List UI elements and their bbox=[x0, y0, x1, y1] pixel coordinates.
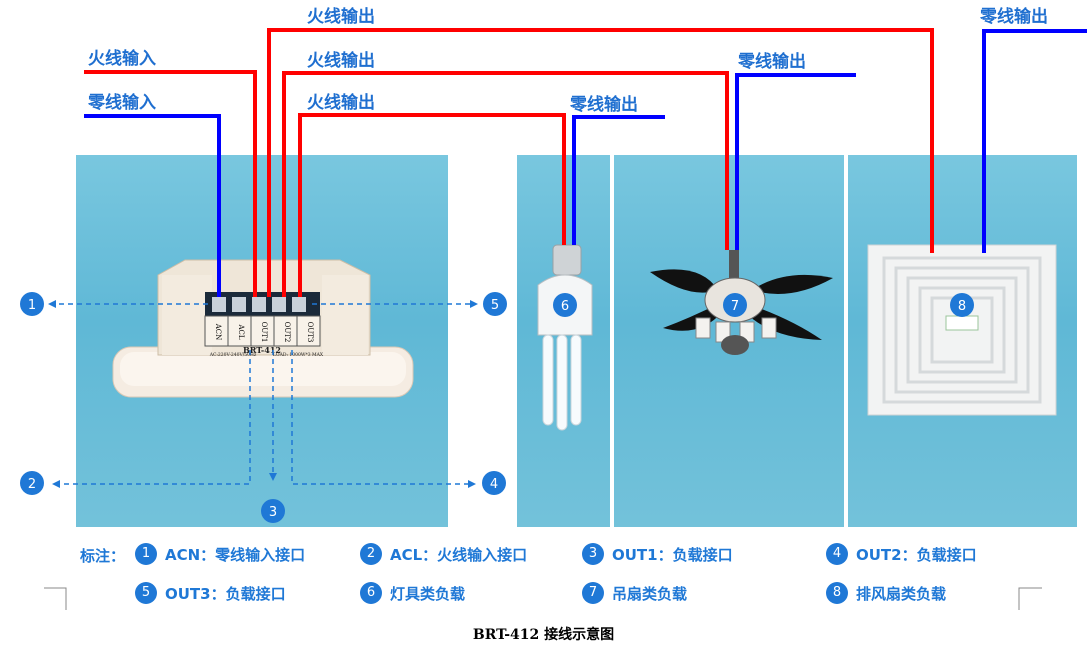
number-markers: 1 5 2 3 4 6 7 8 bbox=[20, 292, 974, 523]
terminal-out1-label: OUT1 bbox=[260, 322, 268, 343]
label-neutral-out-lamp: 零线输出 bbox=[570, 95, 638, 115]
legend-number: 5 bbox=[135, 582, 157, 604]
legend-item-8: 8 排风扇类负载 bbox=[826, 582, 946, 604]
legend-number: 7 bbox=[582, 582, 604, 604]
terminal-acl-label: ACL bbox=[237, 323, 245, 339]
label-neutral-out-fan: 零线输出 bbox=[738, 52, 806, 72]
legend-number: 1 bbox=[135, 543, 157, 565]
device-spec-right: LOAD: 1000W*3 MAX bbox=[273, 352, 324, 358]
marker-3: 3 bbox=[269, 505, 277, 520]
marker-7: 7 bbox=[731, 299, 739, 314]
diagram-caption: BRT-412 接线示意图 bbox=[472, 627, 615, 643]
legend-number: 6 bbox=[360, 582, 382, 604]
marker-6: 6 bbox=[561, 299, 569, 314]
pointer-lines bbox=[50, 303, 475, 485]
marker-8: 8 bbox=[958, 299, 966, 314]
legend-item-1: 1 ACN：零线输入接口 bbox=[135, 543, 305, 565]
legend-item-3: 3 OUT1：负载接口 bbox=[582, 543, 733, 565]
exhaust-fan bbox=[867, 244, 1057, 416]
neutral-wires bbox=[84, 29, 1087, 297]
pointer-arrowheads bbox=[48, 300, 478, 488]
ceiling-fan bbox=[650, 250, 833, 355]
legend-text: OUT1：负载接口 bbox=[612, 545, 733, 564]
marker-4: 4 bbox=[490, 477, 498, 492]
legend-text: 吊扇类负载 bbox=[612, 584, 688, 603]
legend-item-7: 7 吊扇类负载 bbox=[582, 582, 687, 604]
legend-text: OUT2：负载接口 bbox=[856, 545, 977, 564]
marker-1: 1 bbox=[28, 298, 36, 313]
label-neutral-in: 零线输入 bbox=[88, 93, 156, 113]
label-live-out-top: 火线输出 bbox=[307, 7, 375, 27]
legend-number: 3 bbox=[582, 543, 604, 565]
legend-title: 标注： bbox=[80, 547, 126, 565]
label-live-out-middle: 火线输出 bbox=[307, 51, 375, 71]
legend-number: 2 bbox=[360, 543, 382, 565]
terminal-out3-label: OUT3 bbox=[306, 322, 314, 343]
legend-item-5: 5 OUT3：负载接口 bbox=[135, 582, 286, 604]
label-live-in: 火线输入 bbox=[88, 49, 156, 69]
device-spec-left: AC:220V-240V/50Hz bbox=[209, 352, 257, 358]
legend-text: OUT3：负载接口 bbox=[165, 584, 286, 603]
legend-text: ACL：火线输入接口 bbox=[390, 545, 528, 564]
legend-text: 灯具类负载 bbox=[390, 584, 466, 603]
legend-item-2: 2 ACL：火线输入接口 bbox=[360, 543, 527, 565]
corner-marks bbox=[44, 587, 1042, 610]
device-model-label: BRT-412 bbox=[243, 345, 281, 355]
live-wires bbox=[84, 28, 934, 297]
label-neutral-out-right: 零线输出 bbox=[980, 7, 1048, 27]
terminal-out2-label: OUT2 bbox=[283, 322, 291, 343]
legend-item-6: 6 灯具类负载 bbox=[360, 582, 465, 604]
legend-text: ACN：零线输入接口 bbox=[165, 545, 306, 564]
legend-number: 8 bbox=[826, 582, 848, 604]
legend-item-4: 4 OUT2：负载接口 bbox=[826, 543, 977, 565]
marker-2: 2 bbox=[28, 477, 36, 492]
marker-5: 5 bbox=[491, 298, 499, 313]
cfl-lamp bbox=[537, 244, 593, 431]
switch-device: ACN ACL OUT1 OUT2 OUT3 BRT-412 AC:220V-2… bbox=[112, 259, 414, 398]
legend-text: 排风扇类负载 bbox=[856, 584, 947, 603]
terminal-acn-label: ACN bbox=[214, 323, 222, 341]
legend-number: 4 bbox=[826, 543, 848, 565]
label-live-out-lamp: 火线输出 bbox=[307, 93, 375, 113]
